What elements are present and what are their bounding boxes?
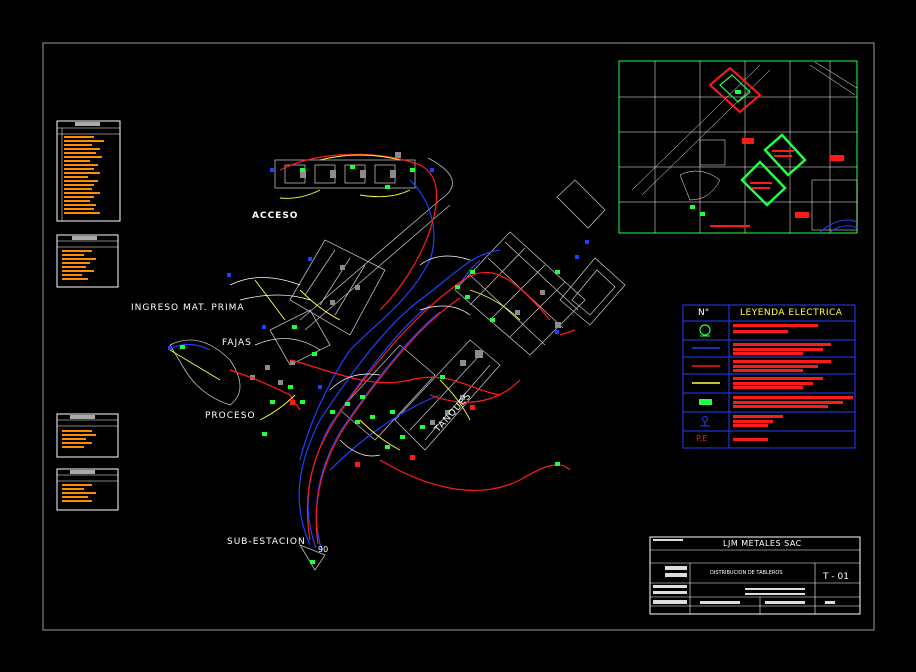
key-plan <box>618 60 858 234</box>
title-block-sheet-code: T - 01 <box>823 572 849 582</box>
legend-pe-symbol: P.E <box>696 434 708 443</box>
meter-symbol-icon <box>699 324 711 336</box>
site-plan <box>168 152 626 571</box>
electrical-legend <box>682 304 856 449</box>
title-block-sheet-title: DISTRIBUCION DE TABLEROS <box>710 570 783 576</box>
title-block-company: LJM METALES SAC <box>723 539 802 548</box>
schedule-table-3 <box>56 413 119 458</box>
sheet-border <box>42 42 875 631</box>
legend-header-title: LEYENDA ELECTRICA <box>740 308 843 318</box>
schedule-table-1 <box>56 120 121 222</box>
area-label-proceso: PROCESO <box>205 411 256 421</box>
title-block <box>649 536 861 615</box>
schedule-table-2 <box>56 234 119 288</box>
area-label-subestacion: SUB-ESTACION <box>227 537 306 547</box>
legend-header-no: N° <box>698 308 710 318</box>
post-number: 90 <box>318 545 329 554</box>
ground-symbol-icon <box>700 416 710 427</box>
area-label-ingreso: INGRESO MAT. PRIMA <box>131 303 245 313</box>
board-symbol-icon <box>699 399 712 405</box>
area-label-acceso: ACCESO <box>252 211 299 221</box>
schedule-table-4 <box>56 468 119 511</box>
area-label-fajas: FAJAS <box>222 338 252 348</box>
